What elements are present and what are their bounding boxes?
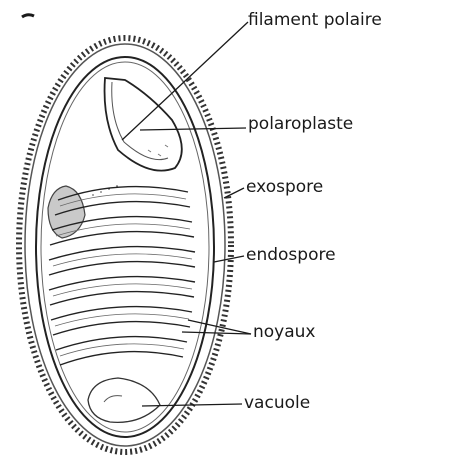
leader-filament [122,22,248,140]
corner-mark [22,15,34,17]
leader-lines [122,22,251,406]
label-endospore: endospore [246,247,336,264]
label-polaroplaste: polaroplaste [248,116,353,133]
label-filament-polaire: filament polaire [248,12,382,29]
label-noyaux: noyaux [253,324,316,341]
label-vacuole: vacuole [244,395,310,412]
leader-polaroplaste [140,128,246,130]
vacuole [88,378,160,422]
label-exospore: exospore [246,179,323,196]
